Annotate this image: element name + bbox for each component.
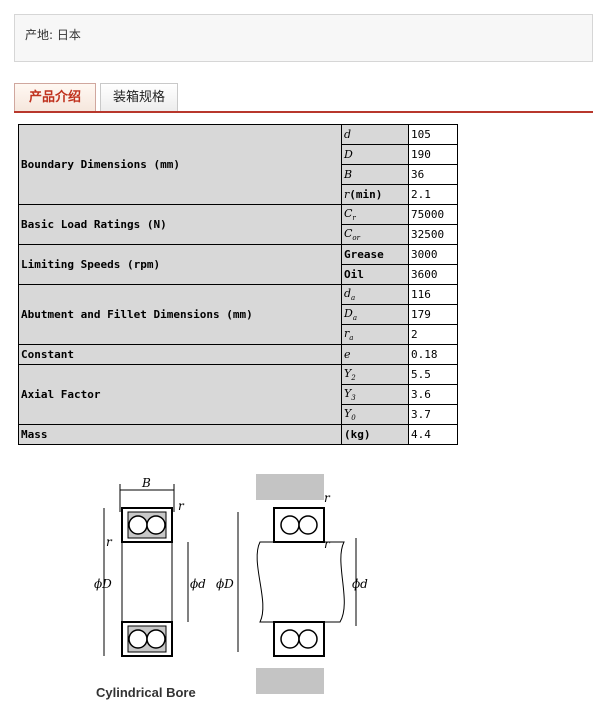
symbol-y2: Y2 — [341, 364, 409, 385]
value-D: 190 — [408, 144, 458, 165]
symbol-da: da — [341, 284, 409, 305]
label-phid: ϕd — [190, 577, 206, 591]
grease-label: Grease — [341, 244, 409, 265]
value-cr: 75000 — [408, 204, 458, 225]
value-da: 116 — [408, 284, 458, 305]
table-row: Oil 3600 — [19, 264, 458, 285]
housing-bottom — [256, 668, 324, 694]
ball — [298, 515, 318, 535]
table-row: Y3 3.6 — [19, 384, 458, 405]
label-r-top: r — [178, 499, 185, 513]
housing-top — [256, 474, 324, 500]
axial-factor-label: Axial Factor — [18, 364, 342, 425]
origin-text: 产地: 日本 — [25, 28, 81, 42]
value-e: 0.18 — [408, 344, 458, 365]
symbol-r-min: r(min) — [341, 184, 409, 205]
symbol-e: e — [341, 344, 409, 365]
symbol-d: d — [341, 124, 409, 145]
drawing-caption: Cylindrical Bore — [96, 685, 196, 700]
symbol-y0: Y0 — [341, 404, 409, 425]
table-row: ra 2 — [19, 324, 458, 345]
symbol-y3: Y3 — [341, 384, 409, 405]
label-phida: ϕd — [352, 577, 368, 591]
symbol-Da: Da — [341, 304, 409, 325]
tab-underline — [14, 111, 593, 113]
value-B: 36 — [408, 164, 458, 185]
table-row: Abutment and Fillet Dimensions (mm) da 1… — [18, 284, 458, 345]
ball — [280, 629, 300, 649]
table-row: Limiting Speeds (rpm) Grease 3000 — [18, 244, 458, 285]
value-mass: 4.4 — [408, 424, 458, 445]
value-r-min: 2.1 — [408, 184, 458, 205]
product-tabs: 产品介绍 装箱规格 — [14, 83, 593, 113]
bearing-spec-table: Boundary Dimensions (mm) d 105 D 190 B 3… — [18, 124, 458, 445]
origin-info-box: 产地: 日本 — [14, 14, 593, 62]
table-row: Basic Load Ratings (N) Cr 75000 — [18, 204, 458, 245]
table-row: r(min) 2.1 — [19, 184, 458, 205]
oil-label: Oil — [341, 264, 409, 285]
mass-label: Mass — [18, 424, 342, 445]
value-oil: 3600 — [408, 264, 458, 285]
table-row: D 190 — [19, 144, 458, 165]
shaft — [256, 541, 345, 623]
table-row: Constant e 0.18 — [18, 344, 458, 365]
bearing-upper-section — [121, 507, 173, 543]
load-ratings-label: Basic Load Ratings (N) — [18, 204, 342, 245]
table-row: Boundary Dimensions (mm) d 105 — [18, 124, 458, 205]
label-ra-mid: r — [324, 537, 331, 551]
abutment-dimensions-label: Abutment and Fillet Dimensions (mm) — [18, 284, 342, 345]
value-cor: 32500 — [408, 224, 458, 245]
symbol-ra: ra — [341, 324, 409, 345]
label-r-left: r — [106, 535, 113, 549]
table-row: Cor 32500 — [19, 224, 458, 245]
ball — [280, 515, 300, 535]
ball — [128, 515, 148, 535]
ball — [128, 629, 148, 649]
label-ra-top: r — [324, 491, 331, 505]
constant-label: Constant — [18, 344, 342, 365]
value-d: 105 — [408, 124, 458, 145]
ball — [146, 629, 166, 649]
mass-unit: (kg) — [341, 424, 409, 445]
value-grease: 3000 — [408, 244, 458, 265]
value-y3: 3.6 — [408, 384, 458, 405]
symbol-D: D — [341, 144, 409, 165]
tab-product-intro[interactable]: 产品介绍 — [14, 83, 96, 112]
table-row: Da 179 — [19, 304, 458, 325]
limiting-speeds-label: Limiting Speeds (rpm) — [18, 244, 342, 285]
value-y0: 3.7 — [408, 404, 458, 425]
tab-packing-spec[interactable]: 装箱规格 — [100, 83, 178, 112]
label-phiDa: ϕD — [216, 577, 234, 591]
symbol-B: B — [341, 164, 409, 185]
symbol-cr: Cr — [341, 204, 409, 225]
boundary-dimensions-label: Boundary Dimensions (mm) — [18, 124, 342, 205]
table-row: Mass (kg) 4.4 — [18, 424, 458, 445]
ball — [146, 515, 166, 535]
symbol-cor: Cor — [341, 224, 409, 245]
table-row: Y0 3.7 — [19, 404, 458, 425]
value-y2: 5.5 — [408, 364, 458, 385]
ball — [298, 629, 318, 649]
bearing-lower-section — [121, 621, 173, 657]
bearing-drawing: B r r ϕD ϕd ϕD ϕd r r Cylindrical Bore — [94, 474, 368, 700]
value-Da: 179 — [408, 304, 458, 325]
table-row: Axial Factor Y2 5.5 — [18, 364, 458, 425]
label-B: B — [141, 476, 151, 490]
value-ra: 2 — [408, 324, 458, 345]
label-phiD: ϕD — [94, 577, 112, 591]
